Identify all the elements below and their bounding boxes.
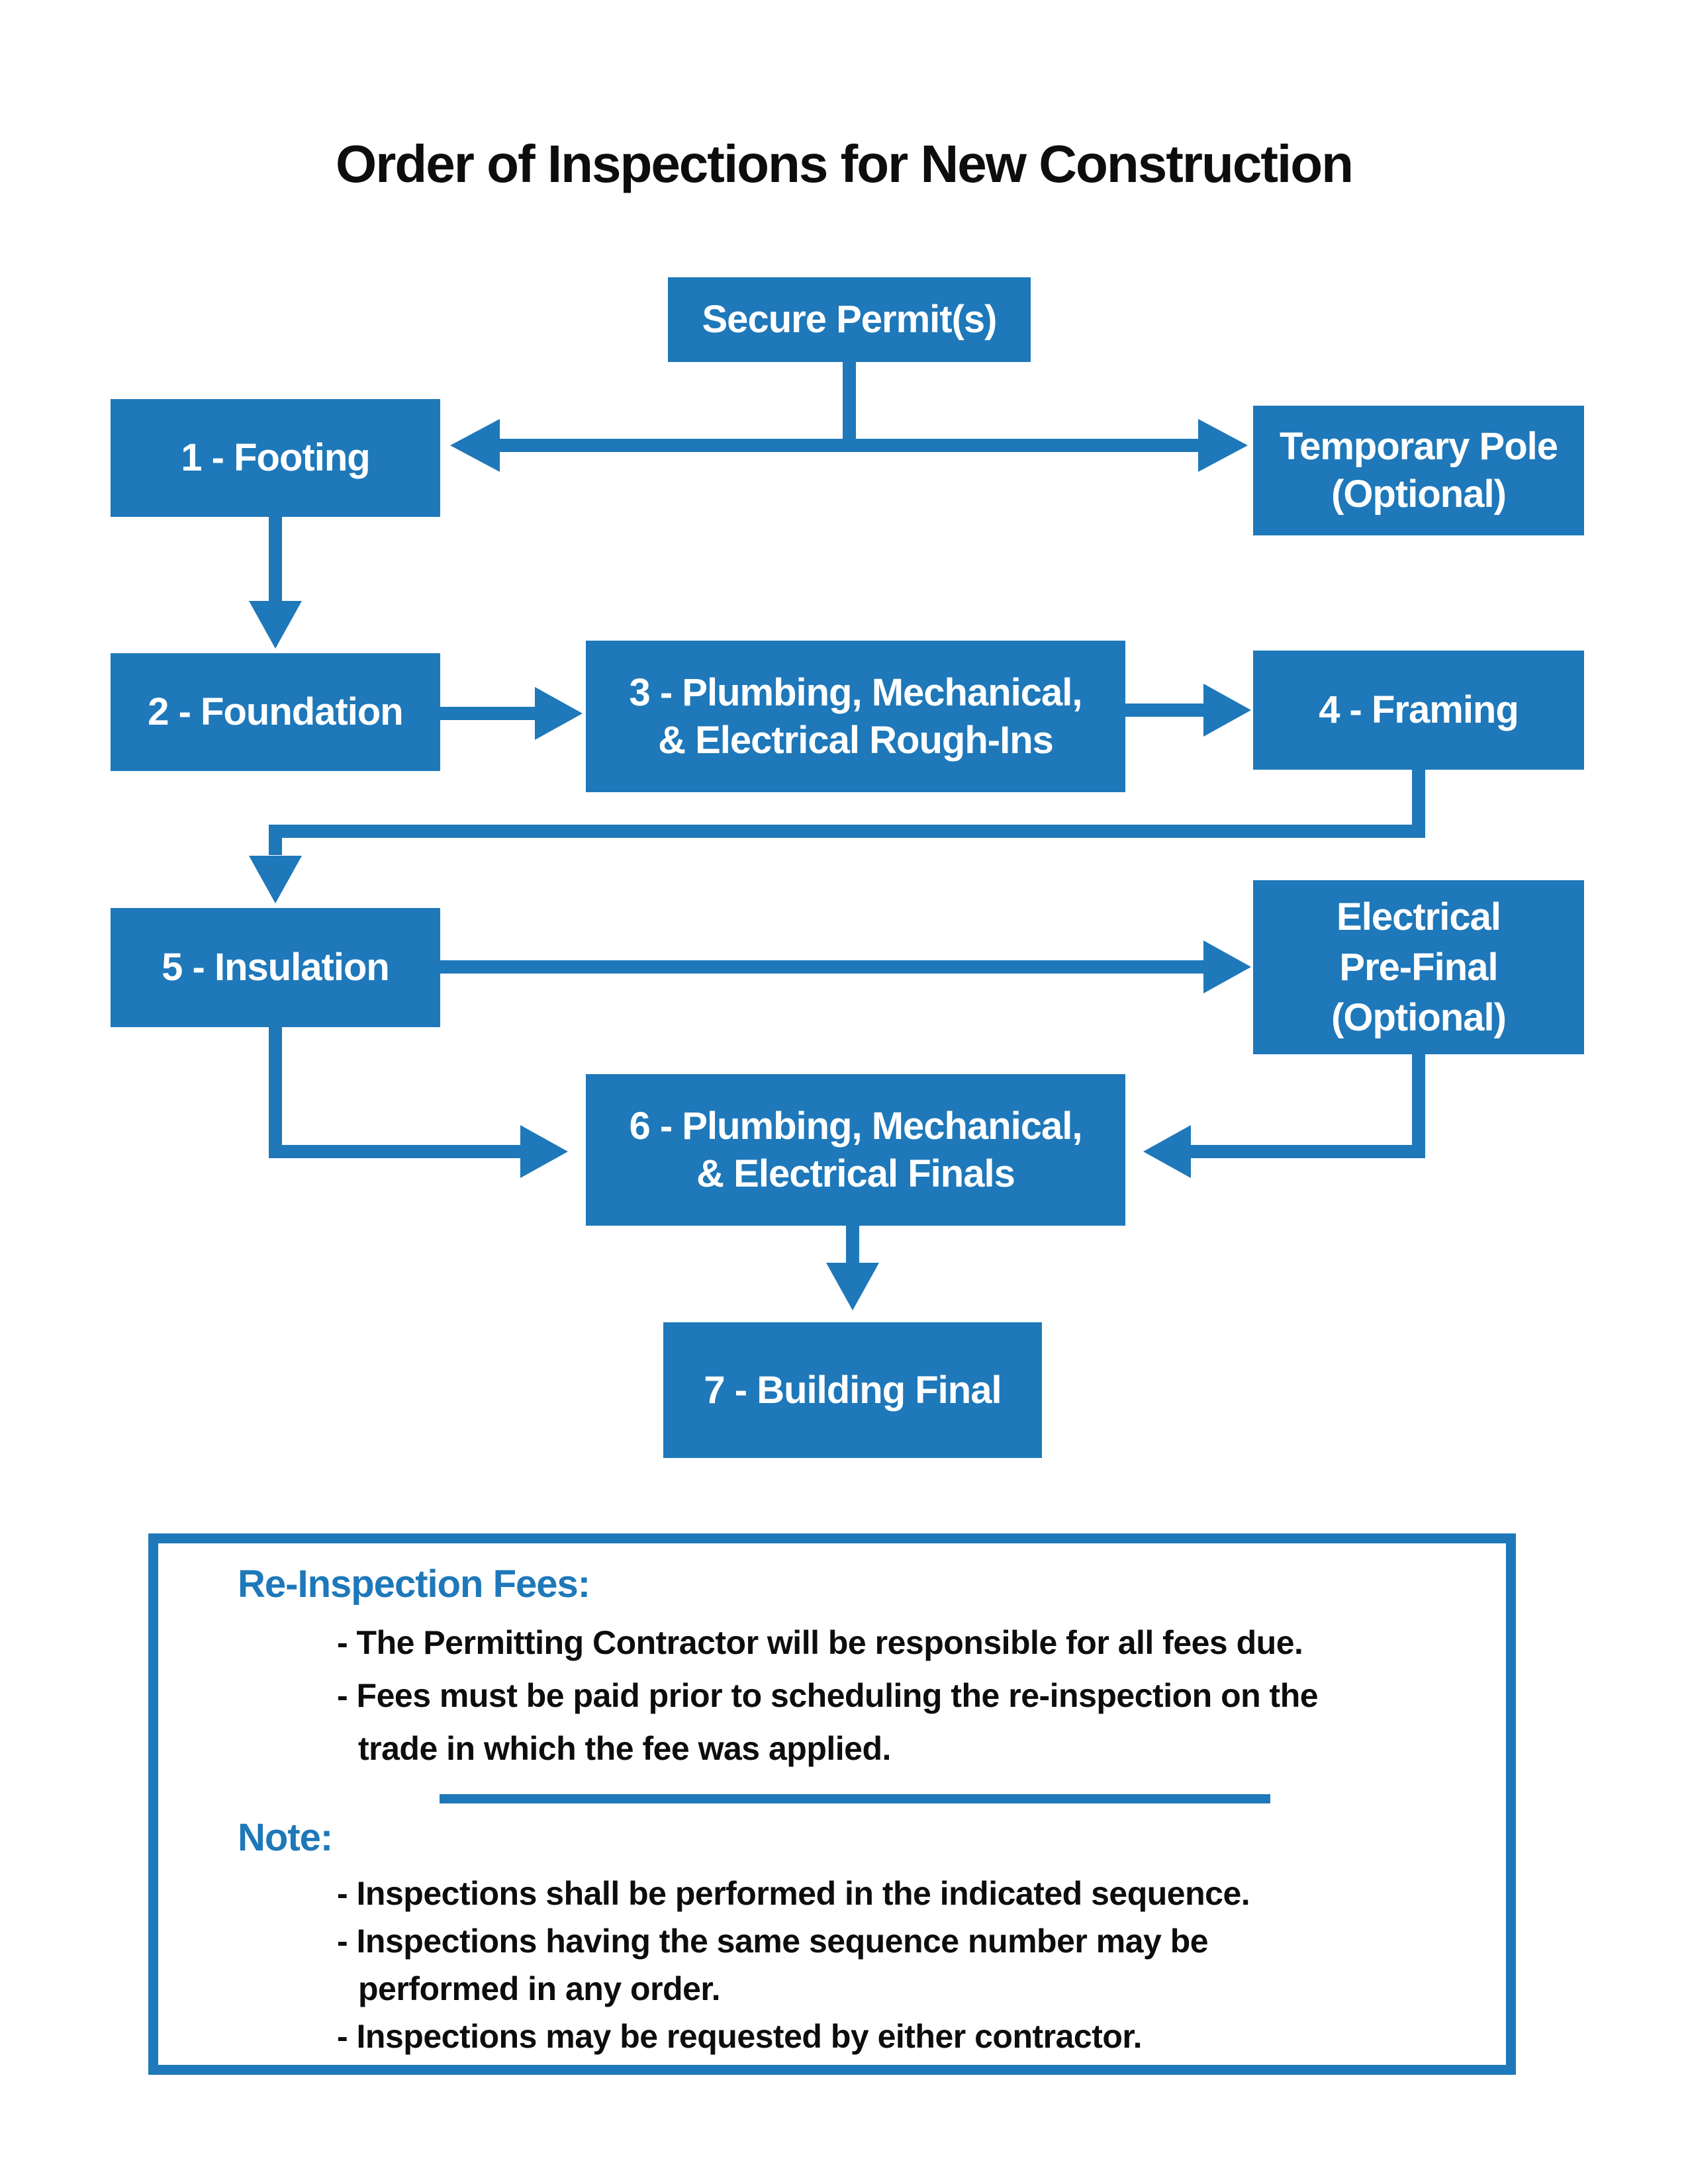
arrowhead-left-to-finals: [1143, 1125, 1191, 1178]
box-label: & Electrical Finals: [696, 1152, 1015, 1195]
connector-finals-to-building-final: [826, 1226, 879, 1310]
arrowhead-down-to-building-final: [826, 1263, 879, 1310]
note-bullet: - Inspections having the same sequence n…: [337, 1923, 1209, 1960]
box-framing: 4 - Framing: [1253, 651, 1584, 770]
box-building-final: 7 - Building Final: [663, 1322, 1042, 1458]
arrowhead-left-to-footing: [450, 419, 500, 472]
connector-footing-to-foundation: [249, 517, 302, 649]
box-label: 4 - Framing: [1319, 688, 1519, 732]
box-secure-permits: Secure Permit(s): [668, 277, 1031, 362]
box-label: (Optional): [1331, 473, 1507, 516]
arrowhead-right-to-temporary-pole: [1198, 419, 1248, 472]
connector-framing-to-insulation: [249, 770, 1425, 903]
note-bullet: - Inspections shall be performed in the …: [337, 1875, 1250, 1912]
fees-bullets: - The Permitting Contractor will be resp…: [337, 1616, 1506, 1775]
box-label: Secure Permit(s): [702, 298, 998, 341]
connector-pre-final-to-finals: [1143, 1054, 1425, 1178]
box-temporary-pole: Temporary Pole (Optional): [1253, 406, 1584, 535]
fees-bullet-continuation: trade in which the fee was applied.: [358, 1730, 891, 1767]
notes-panel: Re-Inspection Fees: - The Permitting Con…: [148, 1533, 1516, 2075]
note-bullet-continuation: performed in any order.: [358, 1970, 720, 2007]
arrowhead-right-to-rough-ins: [535, 687, 583, 740]
box-label: 3 - Plumbing, Mechanical,: [629, 670, 1082, 714]
box-label: 1 - Footing: [181, 436, 370, 480]
box-label: 6 - Plumbing, Mechanical,: [629, 1104, 1082, 1148]
arrowhead-right-to-pre-final: [1203, 940, 1251, 993]
arrowhead-down-to-insulation: [249, 856, 302, 903]
box-label: Temporary Pole: [1279, 425, 1558, 468]
box-label: 2 - Foundation: [148, 690, 403, 734]
connector-secure-to-split: [450, 362, 1248, 472]
box-electrical-pre-final: Electrical Pre-Final (Optional): [1253, 880, 1584, 1054]
box-label: Electrical: [1336, 895, 1501, 938]
box-label: 7 - Building Final: [704, 1368, 1002, 1412]
fees-bullet: - Fees must be paid prior to scheduling …: [337, 1677, 1319, 1714]
arrowhead-down-to-foundation: [249, 601, 302, 649]
connector-rough-ins-to-framing: [1125, 684, 1251, 737]
box-footing: 1 - Footing: [111, 399, 440, 517]
note-bullets: - Inspections shall be performed in the …: [337, 1870, 1506, 2060]
box-label: & Electrical Rough-Ins: [658, 718, 1054, 762]
box-label: 5 - Insulation: [162, 946, 390, 989]
box-label: (Optional): [1331, 995, 1507, 1039]
connector-insulation-to-pre-final: [440, 940, 1251, 993]
note-bullet: - Inspections may be requested by either…: [337, 2018, 1143, 2055]
box-rough-ins: 3 - Plumbing, Mechanical, & Electrical R…: [586, 641, 1125, 792]
notes-divider: [440, 1794, 1270, 1803]
box-insulation: 5 - Insulation: [111, 908, 440, 1027]
connector-foundation-to-rough-ins: [440, 687, 583, 740]
box-label: Pre-Final: [1339, 945, 1498, 989]
connector-insulation-to-finals: [269, 1027, 568, 1178]
fees-bullet: - The Permitting Contractor will be resp…: [337, 1624, 1303, 1661]
box-foundation: 2 - Foundation: [111, 653, 440, 771]
box-finals: 6 - Plumbing, Mechanical, & Electrical F…: [586, 1074, 1125, 1226]
note-heading: Note:: [238, 1816, 333, 1859]
arrowhead-right-to-framing: [1203, 684, 1251, 737]
fees-heading: Re-Inspection Fees:: [238, 1563, 590, 1606]
arrowhead-right-to-finals: [520, 1125, 568, 1178]
page-title: Order of Inspections for New Constructio…: [336, 134, 1354, 193]
